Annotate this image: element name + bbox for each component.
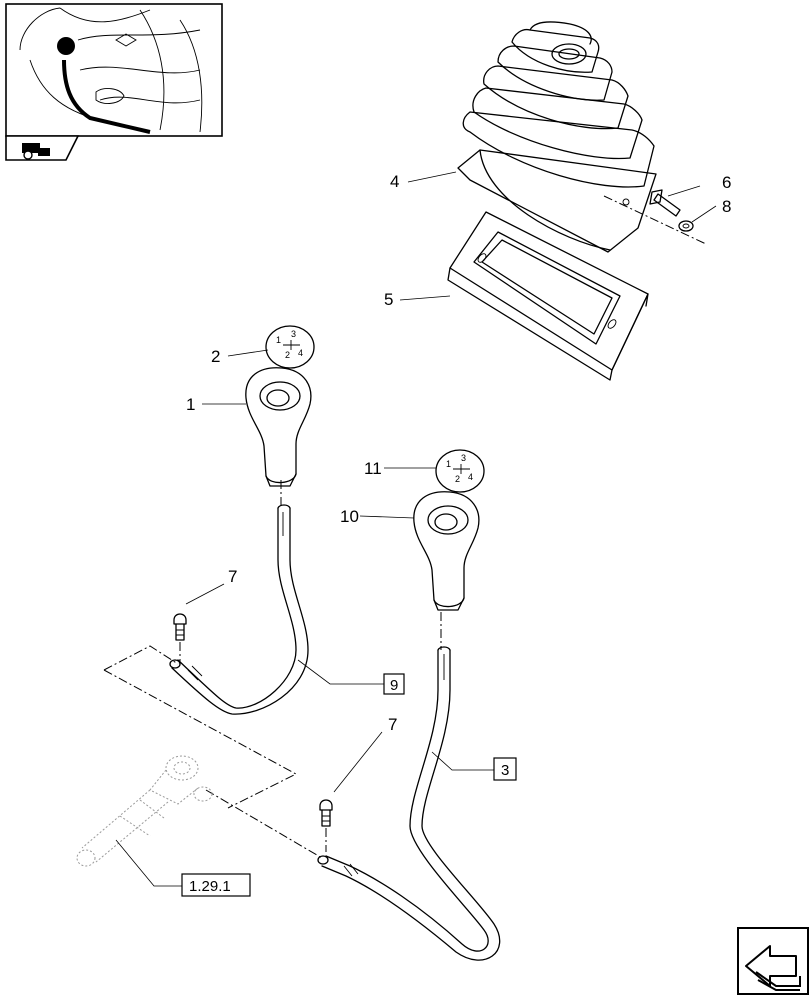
shift-digit-2: 2 — [285, 350, 290, 360]
thumbnail-lever-highlight — [57, 37, 75, 55]
gear-lever-rod-1 — [169, 504, 309, 715]
ref-box-9[interactable]: 9 — [383, 673, 405, 695]
callout-5: 5 — [384, 290, 393, 309]
shift-digit-3: 3 — [291, 329, 296, 339]
gear-lever-rod-10 — [317, 646, 501, 961]
shift-digit-4: 4 — [468, 472, 473, 482]
ref-box-3[interactable]: 3 — [493, 757, 517, 781]
shift-digit-1: 1 — [276, 335, 281, 345]
shift-digit-2: 2 — [455, 474, 460, 484]
callout-11: 11 — [364, 459, 382, 478]
ref-label-9: 9 — [390, 677, 398, 694]
knob-pattern-cap-11: 1 3 2 4 — [435, 449, 485, 493]
callout-7-lower: 7 — [388, 715, 397, 734]
lever-screw-upper — [173, 613, 187, 641]
shift-shaft-ghost — [76, 755, 213, 867]
gear-lever-knob-1 — [245, 367, 312, 487]
thumbnail-tractor-sketch — [19, 7, 203, 134]
callout-10: 10 — [340, 507, 359, 526]
ref-box-1-29-1[interactable]: 1.29.1 — [181, 873, 251, 897]
boot-seal-frame — [447, 211, 649, 381]
lever-screw-lower — [319, 799, 333, 827]
callout-1: 1 — [186, 395, 195, 414]
shift-digit-1: 1 — [446, 459, 451, 469]
shift-digit-3: 3 — [461, 453, 466, 463]
ref-label-1-29-1: 1.29.1 — [189, 878, 231, 895]
gear-lever-boot — [457, 21, 657, 253]
next-page-button[interactable] — [737, 927, 809, 995]
callout-6: 6 — [722, 173, 731, 192]
shift-digit-4: 4 — [298, 348, 303, 358]
screw-centerline — [603, 195, 707, 245]
callout-7-upper: 7 — [228, 567, 237, 586]
ref-label-3: 3 — [501, 762, 509, 779]
callout-leaders — [115, 171, 717, 887]
thumbnail-tab[interactable] — [5, 135, 80, 161]
gear-lever-knob-10 — [413, 491, 480, 611]
callout-4: 4 — [390, 172, 399, 191]
boot-screw — [649, 189, 681, 217]
boot-washer — [678, 220, 694, 232]
location-thumbnail[interactable] — [5, 3, 223, 137]
arrow-icon — [745, 945, 801, 991]
callout-2: 2 — [211, 347, 220, 366]
callout-8: 8 — [722, 197, 731, 216]
knob-pattern-cap-2: 1 3 2 4 — [265, 325, 315, 369]
tractor-icon — [22, 143, 50, 160]
assembly-reference-lines — [103, 645, 323, 859]
